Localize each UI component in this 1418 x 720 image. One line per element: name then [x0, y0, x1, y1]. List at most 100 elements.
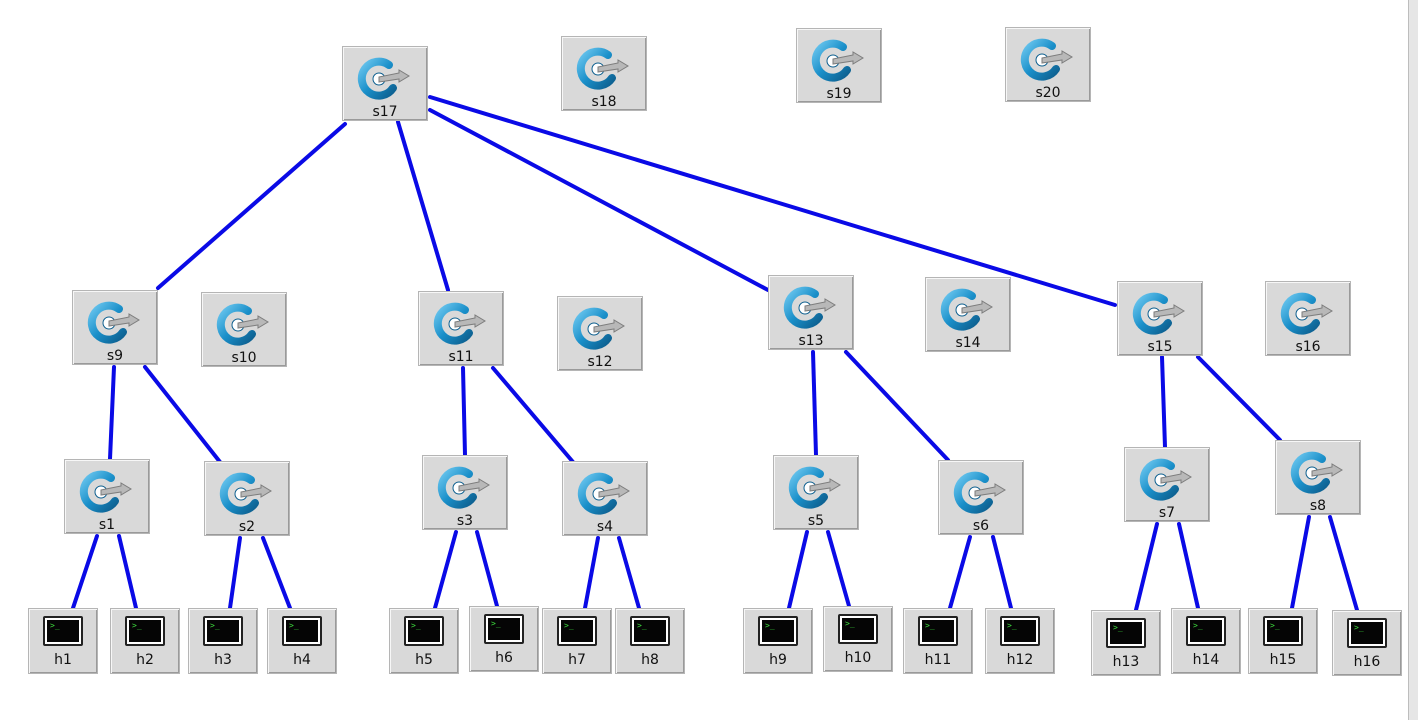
host-node-h5[interactable]: >_ h5: [389, 608, 459, 674]
switch-node-s12[interactable]: s12: [557, 296, 643, 371]
host-label: h14: [1192, 652, 1220, 668]
switch-label: s7: [1158, 505, 1176, 521]
switch-icon: [357, 57, 410, 100]
host-label: h7: [568, 652, 586, 668]
host-node-h4[interactable]: >_ h4: [267, 608, 337, 674]
switch-node-s9[interactable]: s9: [72, 290, 158, 365]
switch-icon: [437, 466, 490, 509]
link-s7-h13: [1134, 522, 1159, 612]
terminal-icon: >_: [484, 614, 524, 644]
link-s6-h11: [948, 535, 972, 610]
switch-node-s6[interactable]: s6: [938, 460, 1024, 535]
switch-node-s20[interactable]: s20: [1005, 27, 1091, 102]
switch-icon: [577, 472, 630, 515]
switch-icon: [1020, 38, 1073, 81]
link-s17-s9: [156, 122, 347, 290]
host-node-h14[interactable]: >_ h14: [1171, 608, 1241, 674]
link-s4-h7: [583, 536, 600, 610]
link-s1-h1: [71, 534, 99, 610]
switch-label: s17: [372, 104, 398, 120]
host-label: h1: [54, 652, 72, 668]
switch-node-s1[interactable]: s1: [64, 459, 150, 534]
host-node-h9[interactable]: >_ h9: [743, 608, 813, 674]
switch-label: s5: [807, 513, 825, 529]
host-label: h8: [641, 652, 659, 668]
switch-icon: [1280, 292, 1333, 335]
switch-node-s15[interactable]: s15: [1117, 281, 1203, 356]
switch-icon: [1290, 451, 1343, 494]
link-s4-h8: [617, 536, 641, 610]
terminal-icon: >_: [1186, 616, 1226, 646]
link-s13-s5: [811, 350, 818, 457]
switch-label: s1: [98, 517, 116, 533]
host-node-h3[interactable]: >_ h3: [188, 608, 258, 674]
host-node-h1[interactable]: >_ h1: [28, 608, 98, 674]
switch-node-s7[interactable]: s7: [1124, 447, 1210, 522]
switch-node-s5[interactable]: s5: [773, 455, 859, 530]
switch-node-s4[interactable]: s4: [562, 461, 648, 536]
terminal-icon: >_: [43, 616, 83, 646]
switch-node-s2[interactable]: s2: [204, 461, 290, 536]
host-node-h10[interactable]: >_ h10: [823, 606, 893, 672]
host-label: h12: [1006, 652, 1034, 668]
host-node-h12[interactable]: >_ h12: [985, 608, 1055, 674]
link-s3-h5: [433, 530, 458, 610]
link-s17-s15: [428, 95, 1117, 307]
switch-icon: [216, 303, 269, 346]
switch-label: s6: [972, 518, 990, 534]
link-s2-h4: [261, 536, 292, 610]
host-label: h2: [136, 652, 154, 668]
host-label: h16: [1353, 654, 1381, 670]
switch-label: s4: [596, 519, 614, 535]
host-node-h11[interactable]: >_ h11: [903, 608, 973, 674]
switch-icon: [953, 471, 1006, 514]
host-node-h15[interactable]: >_ h15: [1248, 608, 1318, 674]
host-node-h2[interactable]: >_ h2: [110, 608, 180, 674]
host-label: h11: [924, 652, 952, 668]
switch-node-s10[interactable]: s10: [201, 292, 287, 367]
switch-node-s18[interactable]: s18: [561, 36, 647, 111]
link-s15-s7: [1160, 355, 1167, 449]
switch-node-s17[interactable]: s17: [342, 46, 428, 121]
terminal-icon: >_: [282, 616, 322, 646]
terminal-icon: >_: [630, 616, 670, 646]
terminal-icon: >_: [125, 616, 165, 646]
host-node-h6[interactable]: >_ h6: [469, 606, 539, 672]
switch-node-s14[interactable]: s14: [925, 277, 1011, 352]
link-s11-s4: [491, 366, 575, 464]
switch-node-s8[interactable]: s8: [1275, 440, 1361, 515]
host-label: h10: [844, 650, 872, 666]
host-node-h16[interactable]: >_ h16: [1332, 610, 1402, 676]
switch-label: s19: [826, 86, 852, 102]
switch-icon: [576, 47, 629, 90]
switch-label: s16: [1295, 339, 1321, 355]
switch-icon: [79, 470, 132, 513]
host-label: h13: [1112, 654, 1140, 670]
link-s9-s1: [108, 365, 116, 461]
host-label: h3: [214, 652, 232, 668]
switch-icon: [811, 39, 864, 82]
switch-node-s19[interactable]: s19: [796, 28, 882, 103]
link-s15-s8: [1196, 355, 1282, 442]
switch-node-s11[interactable]: s11: [418, 291, 504, 366]
switch-icon: [783, 286, 836, 329]
vertical-scrollbar[interactable]: [1408, 0, 1418, 720]
switch-node-s3[interactable]: s3: [422, 455, 508, 530]
host-node-h8[interactable]: >_ h8: [615, 608, 685, 674]
switch-label: s15: [1147, 339, 1173, 355]
switch-node-s13[interactable]: s13: [768, 275, 854, 350]
host-node-h13[interactable]: >_ h13: [1091, 610, 1161, 676]
switch-icon: [87, 301, 140, 344]
link-s17-s11: [396, 120, 450, 292]
host-label: h5: [415, 652, 433, 668]
terminal-icon: >_: [758, 616, 798, 646]
host-node-h7[interactable]: >_ h7: [542, 608, 612, 674]
link-s13-s6: [844, 350, 950, 462]
host-label: h4: [293, 652, 311, 668]
switch-icon: [219, 472, 272, 515]
switch-label: s13: [798, 333, 824, 349]
terminal-icon: >_: [203, 616, 243, 646]
switch-node-s16[interactable]: s16: [1265, 281, 1351, 356]
host-label: h6: [495, 650, 513, 666]
link-s2-h3: [228, 536, 242, 610]
